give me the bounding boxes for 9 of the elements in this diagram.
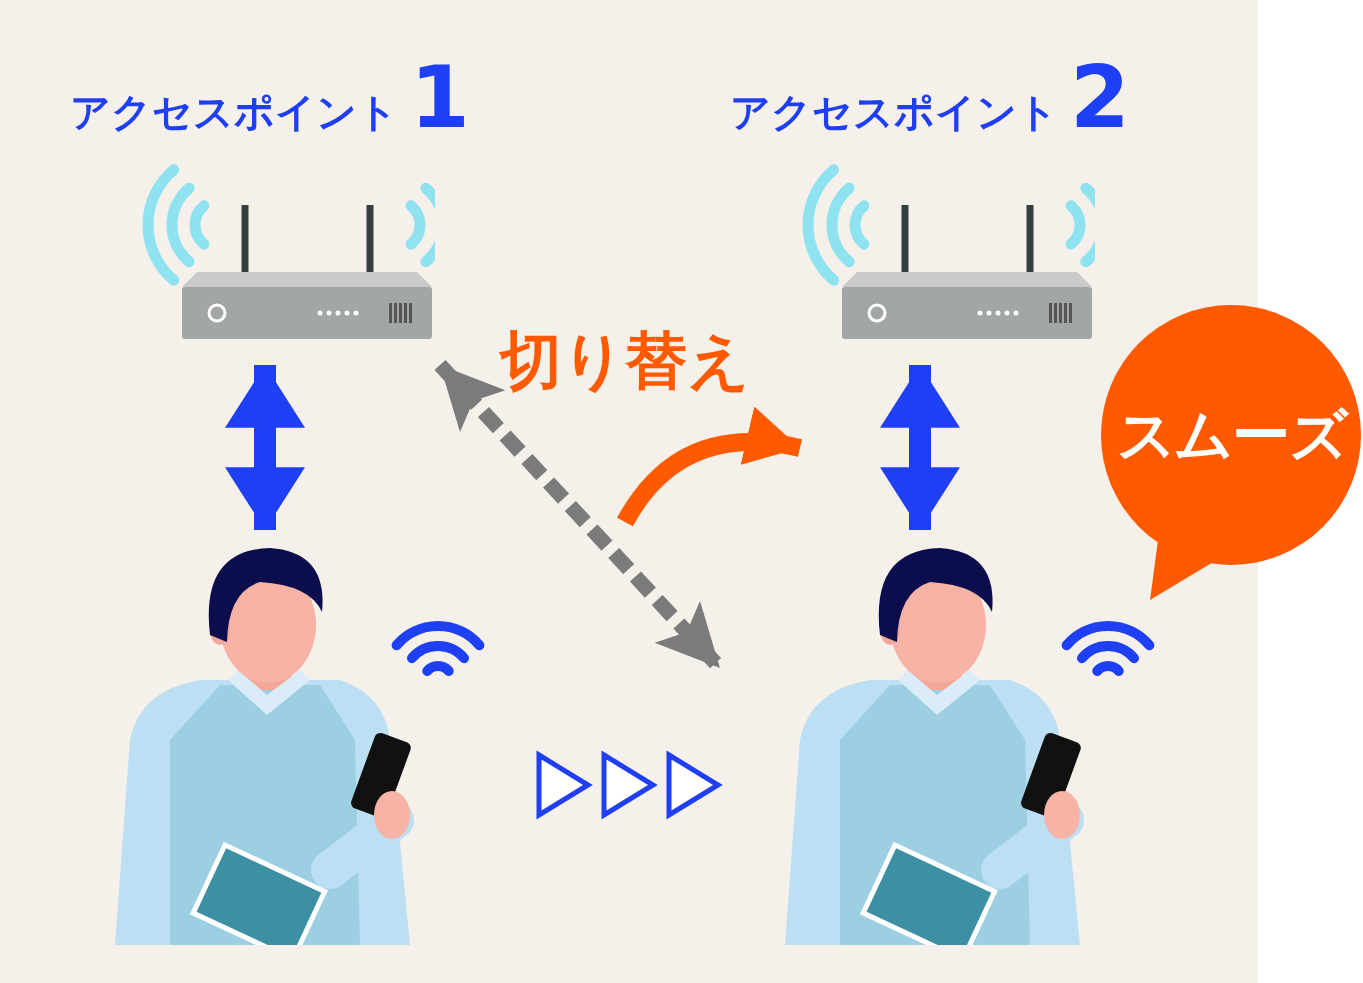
- access-point-number: 2: [1070, 54, 1130, 140]
- bubble-text: スムーズ: [1116, 399, 1347, 471]
- access-point-title: アクセスポイント: [730, 92, 1059, 132]
- double-arrow: [880, 365, 960, 530]
- access-point-title: アクセスポイント: [70, 92, 399, 132]
- double-arrow: [225, 365, 305, 530]
- switch-label: 切り替え: [500, 330, 750, 392]
- access-point-number: 1: [410, 54, 470, 140]
- chevron-arrow: [536, 750, 723, 820]
